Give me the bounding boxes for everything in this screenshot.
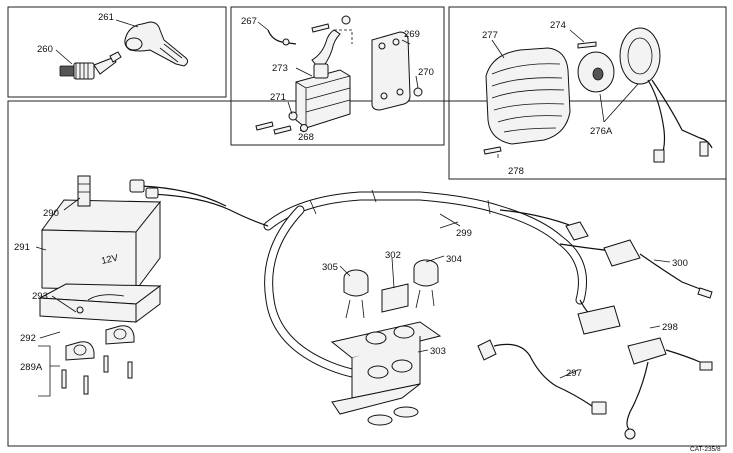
panel-wiring-harness xyxy=(7,100,727,447)
spark-plug-cap xyxy=(124,21,189,67)
bracket-plate xyxy=(371,31,411,111)
battery-strap xyxy=(77,175,91,207)
connector-298 xyxy=(577,305,713,440)
callout-305: 305 xyxy=(322,262,338,273)
battery-voltage-text: 12V xyxy=(100,253,119,267)
spark-plug xyxy=(59,51,122,80)
leaders-panel1 xyxy=(55,19,139,65)
relay-305 xyxy=(343,269,369,319)
callout-304: 304 xyxy=(446,254,462,265)
panel-ignition-coil xyxy=(230,6,445,146)
mount-bracket xyxy=(330,321,442,426)
callout-276a: 276A xyxy=(590,126,613,137)
ignition-coil xyxy=(295,29,353,129)
stator-cover xyxy=(485,47,571,145)
callout-298: 298 xyxy=(662,322,678,333)
battery: 12V xyxy=(41,199,162,292)
callout-278: 278 xyxy=(508,166,524,177)
relay-304 xyxy=(413,259,439,309)
callout-271: 271 xyxy=(270,92,286,103)
callout-292: 292 xyxy=(20,333,36,344)
callout-293: 293 xyxy=(32,291,48,302)
callout-291: 291 xyxy=(14,242,30,253)
callout-297: 297 xyxy=(566,368,582,379)
coil-wire-terminal xyxy=(267,29,297,46)
callout-290: 290 xyxy=(43,208,59,219)
catalog-code: CAT-235/8 xyxy=(690,446,721,453)
callout-273: 273 xyxy=(272,63,288,74)
leaders-panel4 xyxy=(35,197,671,397)
panel-spark-plug xyxy=(7,6,227,98)
callout-302: 302 xyxy=(385,250,401,261)
callout-270: 270 xyxy=(418,67,434,78)
coil-screws xyxy=(255,15,423,135)
callout-299: 299 xyxy=(456,228,472,239)
callout-277: 277 xyxy=(482,30,498,41)
stator-screws xyxy=(483,41,597,155)
callout-260: 260 xyxy=(37,44,53,55)
stator-plate xyxy=(619,27,713,163)
harness-ties xyxy=(309,189,491,215)
callout-267: 267 xyxy=(241,16,257,27)
callout-289a: 289A xyxy=(20,362,43,373)
callout-274: 274 xyxy=(550,20,566,31)
leaders-panel3 xyxy=(491,29,639,158)
panel-stator xyxy=(448,6,727,180)
connector-300 xyxy=(565,221,713,299)
callout-269: 269 xyxy=(404,29,420,40)
callout-261: 261 xyxy=(98,12,114,23)
battery-tray xyxy=(38,283,162,323)
callout-300: 300 xyxy=(672,258,688,269)
battery-terminals xyxy=(129,179,159,199)
callout-303: 303 xyxy=(430,346,446,357)
callout-268: 268 xyxy=(298,132,314,143)
leaders-panel2 xyxy=(257,21,419,133)
sensor-297 xyxy=(477,339,607,415)
mount-clamps xyxy=(61,325,135,395)
relay-302 xyxy=(381,283,409,313)
flywheel xyxy=(577,51,615,93)
